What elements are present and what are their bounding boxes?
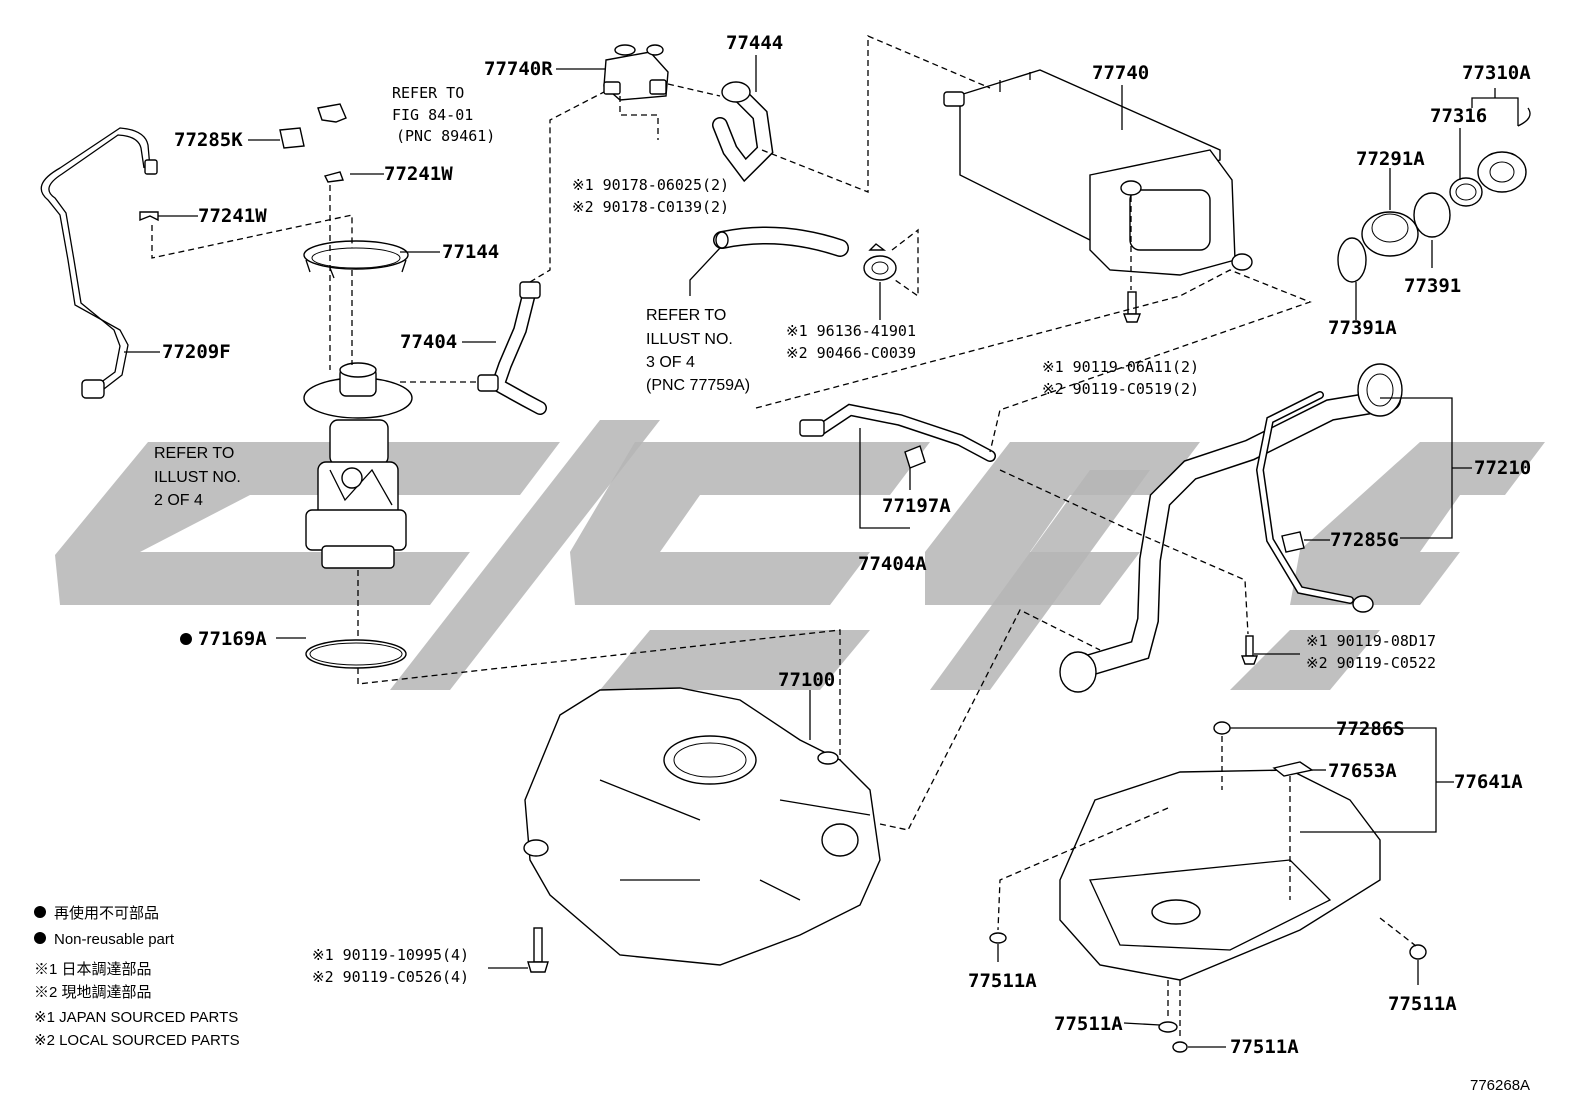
label-77310A[interactable]: 77310A xyxy=(1462,62,1531,84)
ref-fig84-line1: REFER TO xyxy=(392,84,464,102)
label-77209F[interactable]: 77209F xyxy=(162,341,231,363)
canister-77740[interactable] xyxy=(943,69,1253,276)
fastener-f4-line2: ※2 90119-C0522 xyxy=(1306,654,1436,672)
ref-illust2-line3: 2 OF 4 xyxy=(154,492,203,509)
clip-77241W-right[interactable] xyxy=(323,171,344,183)
hose-77404[interactable] xyxy=(477,281,547,415)
clamp-96136[interactable] xyxy=(863,243,897,281)
watermark-logo xyxy=(55,420,1545,690)
legend-en-local: ※2 LOCAL SOURCED PARTS xyxy=(34,1032,240,1049)
fastener-f5-line2: ※2 90119-C0526(4) xyxy=(312,968,469,986)
ref-illust3-line4: (PNC 77759A) xyxy=(646,377,750,394)
part-labels: 77740R 77444 77740 77310A 77316 77291A 7… xyxy=(162,32,1531,1058)
bolt-filler[interactable] xyxy=(1240,635,1259,665)
gasket-77391A[interactable] xyxy=(1337,237,1367,283)
fastener-f5-line1: ※1 90119-10995(4) xyxy=(312,946,469,964)
gasket-77391[interactable] xyxy=(1413,192,1451,238)
hose-77444[interactable] xyxy=(712,81,774,183)
fuel-cap-77310A[interactable] xyxy=(1477,107,1531,193)
ref-fig84-line3: (PNC 89461) xyxy=(396,127,495,145)
clamp-77285G[interactable] xyxy=(1281,531,1305,553)
label-77241W-left[interactable]: 77241W xyxy=(198,205,267,227)
ref-illust2-line1: REFER TO xyxy=(154,445,234,462)
nonreusable-bullet-icon xyxy=(180,633,192,645)
lock-ring-77144[interactable] xyxy=(303,240,409,279)
label-77511A-right[interactable]: 77511A xyxy=(1388,993,1457,1015)
ring-77291A[interactable] xyxy=(1361,211,1419,257)
fastener-f3-line2: ※2 90119-C0519(2) xyxy=(1042,380,1199,398)
legend-jp-nonreusable: 再使用不可部品 xyxy=(54,905,159,922)
ref-fig-84: REFER TO FIG 84-01 (PNC 89461) xyxy=(392,84,495,145)
label-77100[interactable]: 77100 xyxy=(778,669,835,691)
hose-refer-illust-3[interactable] xyxy=(713,226,849,257)
label-77316[interactable]: 77316 xyxy=(1430,105,1487,127)
label-77740R[interactable]: 77740R xyxy=(484,58,553,80)
label-77404[interactable]: 77404 xyxy=(400,331,457,353)
label-77511A-bottom-right[interactable]: 77511A xyxy=(1230,1036,1299,1058)
label-77653A[interactable]: 77653A xyxy=(1328,760,1397,782)
ref-illust-2: REFER TO ILLUST NO. 2 OF 4 xyxy=(154,445,241,509)
legend-jp-japan: ※1 日本調達部品 xyxy=(34,961,152,978)
ref-illust3-line1: REFER TO xyxy=(646,307,726,324)
label-77169A[interactable]: 77169A xyxy=(198,628,267,650)
bolt-canister[interactable] xyxy=(1122,291,1142,323)
ref-illust2-line2: ILLUST NO. xyxy=(154,469,241,486)
plugs-77511A[interactable] xyxy=(989,932,1427,1053)
legend-jp-local: ※2 現地調達部品 xyxy=(34,984,152,1001)
clip-77241W-left[interactable] xyxy=(139,211,159,222)
legend-en-japan: ※1 JAPAN SOURCED PARTS xyxy=(34,1009,238,1026)
legend-bullet-icon xyxy=(34,906,46,918)
hose-77404A[interactable] xyxy=(799,403,996,462)
ref-fig84-line2: FIG 84-01 xyxy=(392,106,473,124)
label-77391A[interactable]: 77391A xyxy=(1328,317,1397,339)
gasket-77169A[interactable] xyxy=(305,639,407,669)
label-77144[interactable]: 77144 xyxy=(442,241,499,263)
label-77511A-bottom-left[interactable]: 77511A xyxy=(1054,1013,1123,1035)
fastener-f4-line1: ※1 90119-08D17 xyxy=(1306,632,1436,650)
label-77285G[interactable]: 77285G xyxy=(1330,529,1399,551)
ref-illust3-line2: ILLUST NO. xyxy=(646,331,733,348)
diagram-id: 776268A xyxy=(1470,1077,1530,1094)
legend-bullet-icon xyxy=(34,932,46,944)
label-77444[interactable]: 77444 xyxy=(726,32,783,54)
fastener-f2-line1: ※1 96136-41901 xyxy=(786,322,916,340)
dashed-guides xyxy=(151,35,1417,1040)
fuel-tank-77100[interactable] xyxy=(523,687,881,966)
label-77391[interactable]: 77391 xyxy=(1404,275,1461,297)
label-77291A[interactable]: 77291A xyxy=(1356,148,1425,170)
connector-top[interactable] xyxy=(317,103,347,123)
label-77404A[interactable]: 77404A xyxy=(858,553,927,575)
clamp-77197A[interactable] xyxy=(904,445,926,469)
label-77740[interactable]: 77740 xyxy=(1092,62,1149,84)
fastener-notes: ※1 90178-06025(2) ※2 90178-C0139(2) ※1 9… xyxy=(312,176,1436,986)
legend: 再使用不可部品 Non-reusable part ※1 日本調達部品 ※2 現… xyxy=(34,905,240,1049)
leader-lines xyxy=(124,55,1519,1048)
label-77511A-left[interactable]: 77511A xyxy=(968,970,1037,992)
fastener-f1-line2: ※2 90178-C0139(2) xyxy=(572,198,729,216)
protector-77641A[interactable] xyxy=(1059,721,1381,981)
legend-en-nonreusable: Non-reusable part xyxy=(54,931,175,948)
label-77286S[interactable]: 77286S xyxy=(1336,718,1405,740)
label-77210[interactable]: 77210 xyxy=(1474,457,1531,479)
ring-77316[interactable] xyxy=(1449,177,1483,207)
fuel-pump-assembly[interactable] xyxy=(303,362,413,569)
valve-77740R[interactable] xyxy=(603,44,669,101)
fastener-f3-line1: ※1 90119-06A11(2) xyxy=(1042,358,1199,376)
label-77641A[interactable]: 77641A xyxy=(1454,771,1523,793)
sensor-77285K[interactable] xyxy=(279,127,305,149)
ref-illust3-line3: 3 OF 4 xyxy=(646,354,695,371)
ref-illust-3: REFER TO ILLUST NO. 3 OF 4 (PNC 77759A) xyxy=(646,307,750,394)
fastener-f1-line1: ※1 90178-06025(2) xyxy=(572,176,729,194)
label-77241W-right[interactable]: 77241W xyxy=(384,163,453,185)
fastener-f2-line2: ※2 90466-C0039 xyxy=(786,344,916,362)
bolt-tank[interactable] xyxy=(527,927,549,973)
label-77285K[interactable]: 77285K xyxy=(174,129,243,151)
filler-pipe-77210[interactable] xyxy=(1059,363,1403,693)
label-77197A[interactable]: 77197A xyxy=(882,495,951,517)
evap-tube-77209F[interactable] xyxy=(40,127,158,399)
